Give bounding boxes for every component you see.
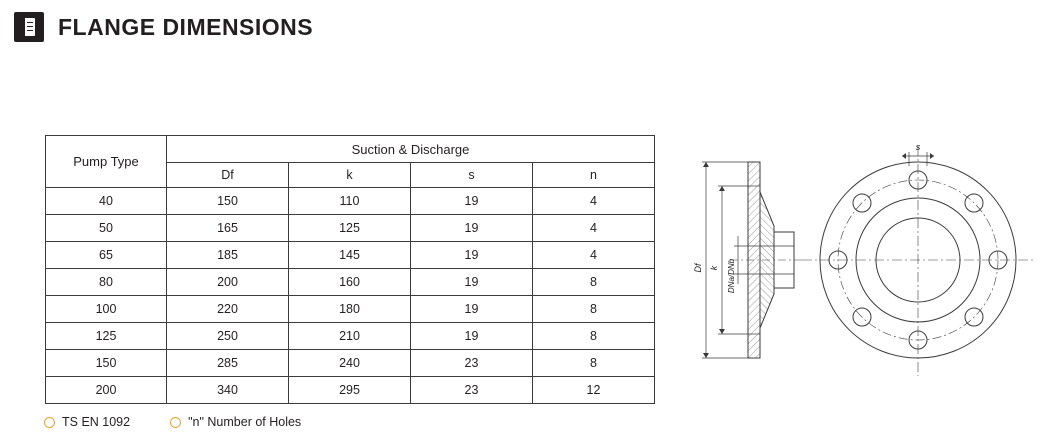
cell-pump-type: 100 (45, 295, 167, 323)
cell-n: 8 (532, 349, 655, 377)
cell-pump-type: 125 (45, 322, 167, 350)
cell-df: 185 (166, 241, 289, 269)
cell-n: 12 (532, 376, 655, 404)
legend-item-standard: TS EN 1092 (44, 415, 130, 429)
cell-k: 160 (288, 268, 411, 296)
label-k: k (709, 265, 719, 270)
table-row: 40 150 110 19 4 (45, 187, 655, 215)
table-row: 150 285 240 23 8 (45, 349, 655, 377)
cell-k: 295 (288, 376, 411, 404)
cell-k: 110 (288, 187, 411, 215)
table-header: Pump Type Suction & Discharge Df k s n (45, 135, 655, 188)
cell-pump-type: 200 (45, 376, 167, 404)
document-icon (14, 12, 44, 42)
cell-k: 240 (288, 349, 411, 377)
flange-dimensions-table-container: Pump Type Suction & Discharge Df k s n 4… (45, 135, 655, 404)
cell-pump-type: 65 (45, 241, 167, 269)
cell-k: 180 (288, 295, 411, 323)
cell-n: 8 (532, 268, 655, 296)
table-header-row-group: Pump Type Suction & Discharge (45, 135, 655, 188)
section-view (730, 161, 802, 359)
cell-pump-type: 150 (45, 349, 167, 377)
column-header-suction-discharge: Suction & Discharge (166, 135, 655, 163)
legend-label: TS EN 1092 (62, 415, 131, 429)
table-row: 125 250 210 19 8 (45, 322, 655, 350)
cell-df: 340 (166, 376, 289, 404)
table-header-row-sub: Df k s n (46, 162, 655, 188)
cell-n: 4 (532, 187, 655, 215)
cell-df: 200 (166, 268, 289, 296)
bullet-icon (44, 416, 55, 428)
column-header-pump-type: Pump Type (45, 135, 167, 188)
table-row: 80 200 160 19 8 (45, 268, 655, 296)
legend-item-holes: "n" Number of Holes (170, 415, 301, 429)
cell-s: 19 (410, 322, 533, 350)
cell-s: 19 (410, 295, 533, 323)
cell-pump-type: 50 (45, 214, 167, 242)
cell-s: 23 (410, 376, 533, 404)
cell-n: 4 (532, 214, 655, 242)
section-view-labels: Df k DNa/DNb (693, 258, 736, 293)
legend: TS EN 1092 "n" Number of Holes (44, 415, 301, 429)
cell-df: 220 (166, 295, 289, 323)
cell-s: 19 (410, 187, 533, 215)
front-view (802, 146, 1034, 376)
label-dn: DNa/DNb (727, 258, 736, 293)
cell-k: 210 (288, 322, 411, 350)
bullet-icon (170, 416, 182, 428)
table-body: 40 150 110 19 4 50 165 125 19 4 65 185 1… (45, 187, 655, 404)
label-df: Df (693, 262, 703, 272)
cell-df: 165 (166, 214, 289, 242)
dimension-s-callout (902, 152, 934, 166)
cell-k: 125 (288, 214, 411, 242)
table-row: 50 165 125 19 4 (45, 214, 655, 242)
cell-df: 250 (166, 322, 289, 350)
cell-s: 19 (410, 241, 533, 269)
flange-dimensions-table: Pump Type Suction & Discharge Df k s n 4… (45, 135, 655, 404)
column-header-n: n (532, 162, 655, 188)
flange-technical-drawing: Df k DNa/DNb (690, 140, 1035, 380)
dimension-lines-section (702, 161, 760, 359)
cell-s: 19 (410, 268, 533, 296)
column-header-s: s (410, 162, 533, 188)
cell-n: 8 (532, 322, 655, 350)
cell-n: 8 (532, 295, 655, 323)
column-header-k: k (288, 162, 411, 188)
legend-label: "n" Number of Holes (188, 415, 302, 429)
cell-pump-type: 40 (45, 187, 167, 215)
table-row: 65 185 145 19 4 (45, 241, 655, 269)
cell-df: 150 (166, 187, 289, 215)
cell-df: 285 (166, 349, 289, 377)
cell-s: 19 (410, 214, 533, 242)
cell-s: 23 (410, 349, 533, 377)
cell-pump-type: 80 (45, 268, 167, 296)
cell-n: 4 (532, 241, 655, 269)
table-row: 200 340 295 23 12 (45, 376, 655, 404)
table-row: 100 220 180 19 8 (45, 295, 655, 323)
label-s: s (916, 142, 921, 152)
cell-k: 145 (288, 241, 411, 269)
column-header-df: Df (166, 162, 289, 188)
page-title: FLANGE DIMENSIONS (58, 13, 314, 40)
page-header: FLANGE DIMENSIONS (14, 12, 313, 42)
